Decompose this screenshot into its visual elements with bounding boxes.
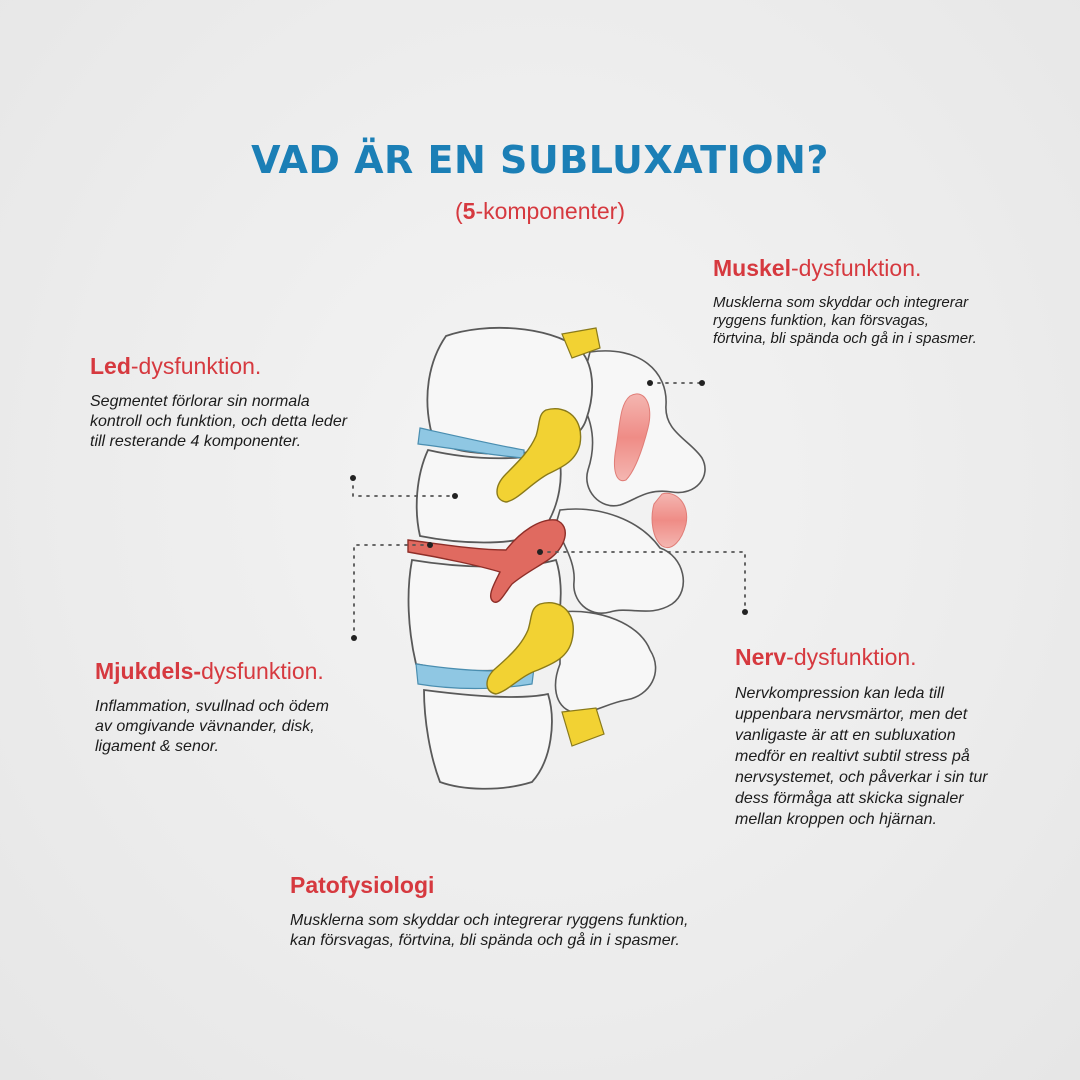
dot-led-target bbox=[452, 493, 458, 499]
nerv-text: Nervkompression kan leda till uppenbara … bbox=[735, 685, 988, 828]
nerv-dysfunction-block: Nerv-dysfunktion. Nervkompression kan le… bbox=[735, 644, 997, 830]
muscle-lower bbox=[651, 492, 688, 548]
vertebra-body-bottom bbox=[423, 688, 553, 790]
spinous-process-middle bbox=[555, 508, 685, 614]
facet-joint-upper bbox=[496, 408, 582, 503]
mjukdels-dysfunction-block: Mjukdels-dysfunktion. Inflammation, svul… bbox=[95, 658, 350, 757]
muskel-dysfunction-block: Muskel-dysfunktion. Musklerna som skydda… bbox=[713, 255, 983, 348]
cartilage-bottom bbox=[561, 707, 605, 747]
patofysiologi-text: Musklerna som skyddar och integrerar ryg… bbox=[290, 912, 689, 949]
muskel-heading: Muskel-dysfunktion. bbox=[713, 255, 983, 282]
led-heading-bold: Led bbox=[90, 353, 131, 379]
nerv-heading-bold: Nerv bbox=[735, 644, 787, 670]
spinous-process-lower bbox=[554, 610, 657, 714]
subtitle-open-paren: ( bbox=[454, 198, 463, 224]
muskel-text: Musklerna som skyddar och integrerar ryg… bbox=[713, 294, 977, 347]
dot-led-end bbox=[350, 475, 356, 481]
nerv-heading: Nerv-dysfunktion. bbox=[735, 644, 997, 671]
spinal-nerve bbox=[407, 519, 566, 603]
connector-mjukdels bbox=[353, 544, 431, 639]
led-text: Segmentet förlorar sin normala kontroll … bbox=[90, 393, 348, 450]
page-subtitle: (5-komponenter) bbox=[0, 198, 1080, 225]
dot-mjukdels-end bbox=[351, 635, 357, 641]
nerv-heading-rest: -dysfunktion. bbox=[786, 644, 917, 670]
muskel-heading-rest: -dysfunktion. bbox=[790, 255, 922, 281]
page-title: VAD ÄR EN SUBLUXATION? bbox=[251, 138, 829, 182]
mjukdels-text: Inflammation, svullnad och ödem av omgiv… bbox=[95, 698, 329, 755]
connector-led bbox=[352, 477, 456, 497]
dot-nerv-end bbox=[742, 609, 748, 615]
mjukdels-heading-rest: dysfunktion. bbox=[201, 658, 324, 684]
muscle-upper bbox=[613, 393, 651, 482]
facet-joint-lower bbox=[486, 602, 574, 695]
led-dysfunction-block: Led-dysfunktion. Segmentet förlorar sin … bbox=[90, 353, 365, 452]
mjukdels-heading: Mjukdels-dysfunktion. bbox=[95, 658, 350, 685]
led-heading-rest: -dysfunktion. bbox=[130, 353, 262, 379]
led-heading: Led-dysfunktion. bbox=[90, 353, 365, 380]
subtitle-rest: -komponenter) bbox=[475, 198, 626, 224]
patofysiologi-heading-bold: Patofysiologi bbox=[290, 872, 435, 898]
patofysiologi-heading: Patofysiologi bbox=[290, 872, 690, 899]
cartilage-top bbox=[561, 327, 601, 359]
subtitle-number: 5 bbox=[462, 198, 476, 224]
dot-mjukdels-target bbox=[427, 542, 433, 548]
patofysiologi-block: Patofysiologi Musklerna som skyddar och … bbox=[290, 872, 690, 951]
dot-nerv-target bbox=[537, 549, 543, 555]
dot-muskel-target bbox=[647, 380, 653, 386]
mjukdels-heading-bold: Mjukdels- bbox=[95, 658, 202, 684]
dot-muskel-end bbox=[699, 380, 705, 386]
muskel-heading-bold: Muskel bbox=[713, 255, 791, 281]
